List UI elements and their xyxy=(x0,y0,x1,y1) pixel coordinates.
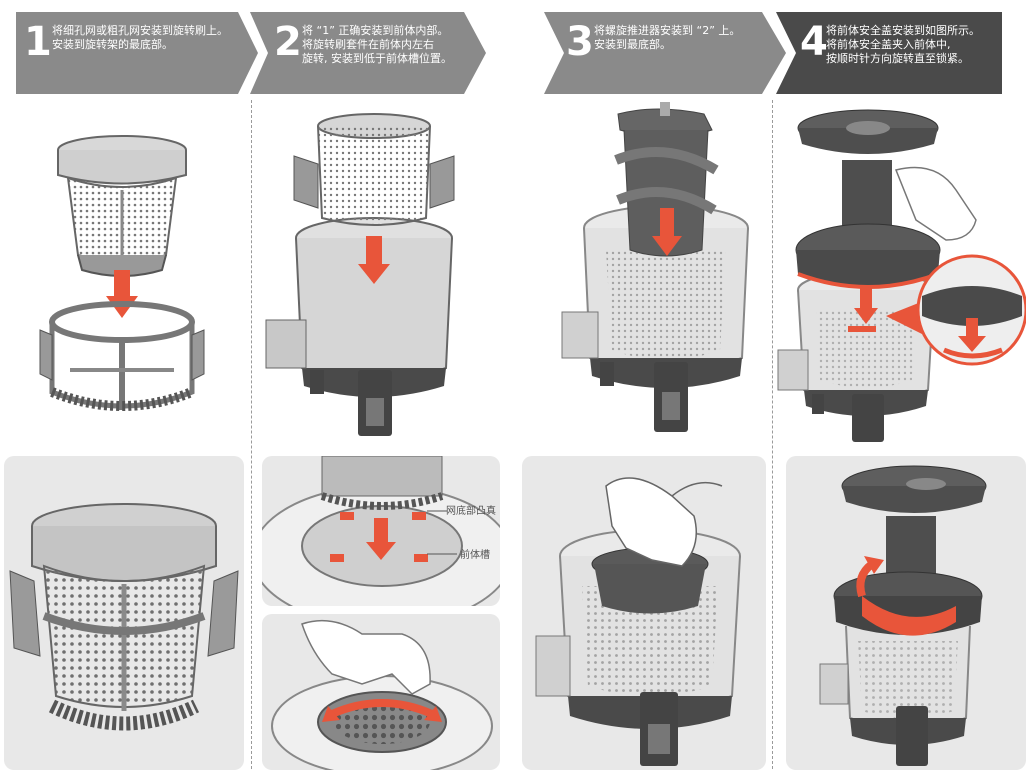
mesh-basket-icon xyxy=(57,135,187,277)
step-2-detail-panel-top: 网底部凸真 前体槽 xyxy=(262,456,500,606)
mesh-basket-icon xyxy=(31,503,217,711)
callout-mesh-bottom-bump: 网底部凸真 xyxy=(446,506,496,517)
step-3-text: 将螺旋推进器安装到 “2” 上。 安装到最底部。 xyxy=(594,24,741,51)
step-4-number: 4 xyxy=(800,19,828,65)
step-3-banner: 3 将螺旋推进器安装到 “2” 上。 安装到最底部。 xyxy=(544,12,786,94)
down-arrow-icon xyxy=(652,208,682,256)
auger-install-illustration xyxy=(535,477,741,766)
safety-lid-icon xyxy=(795,109,941,289)
step-1-top-illustration xyxy=(39,135,205,411)
step-3-number: 3 xyxy=(566,19,594,65)
rotate-brush-illustration xyxy=(271,619,493,770)
mesh-basket-icon xyxy=(293,113,455,226)
step-2-banner: 2 将 “1” 正确安装到前体内部。 将旋转刷套件在前体内左右 旋转, 安装到低… xyxy=(250,12,486,94)
juicer-body-icon xyxy=(819,625,971,766)
down-arrow-icon xyxy=(106,270,138,318)
callout-body-groove: 前体槽 xyxy=(460,550,490,561)
step-4-text: 将前体安全盖安装到如图所示。 将前体安全盖夹入前体中, 按顺时针方向旋转直至锁紧… xyxy=(826,24,980,65)
step-3-detail-panel xyxy=(522,456,766,770)
rotating-brush-holder-icon xyxy=(39,301,205,411)
step-1-number: 1 xyxy=(24,19,52,65)
step-2-text: 将 “1” 正确安装到前体内部。 将旋转刷套件在前体内左右 旋转, 安装到低于前… xyxy=(302,24,452,65)
juicer-body-icon xyxy=(561,205,749,432)
banner-shape xyxy=(16,12,258,94)
juicer-body-icon xyxy=(265,217,453,436)
assembled-basket-illustration xyxy=(9,503,239,731)
down-arrow-icon xyxy=(366,518,396,560)
down-arrow-icon xyxy=(854,288,878,324)
rotate-arrow-icon xyxy=(856,556,956,636)
safety-lid-icon xyxy=(833,465,987,635)
column-divider xyxy=(772,100,773,769)
step-1-detail-panel xyxy=(4,456,244,770)
step-2-number: 2 xyxy=(274,19,302,65)
step-4-top-illustration xyxy=(777,109,1026,442)
banner-shape xyxy=(776,12,1002,94)
zoom-detail-circle xyxy=(886,254,1026,366)
column-divider xyxy=(251,100,252,769)
hand-icon xyxy=(301,619,431,695)
step-4-detail-panel xyxy=(786,456,1026,770)
rotate-arrow-icon xyxy=(322,699,442,722)
screw-auger-icon xyxy=(614,102,719,257)
banner-shape xyxy=(544,12,786,94)
hand-icon xyxy=(894,166,977,241)
juicer-body-icon xyxy=(777,271,935,442)
banner-shape xyxy=(250,12,486,94)
hand-icon xyxy=(605,477,723,567)
step-3-top-illustration xyxy=(561,102,749,432)
step-2-top-illustration xyxy=(265,113,455,436)
step-1-text: 将细孔网或粗孔网安装到旋转刷上。 安装到旋转架的最底部。 xyxy=(52,24,228,51)
step-2-detail-panel-bottom xyxy=(262,614,500,770)
step-1-banner: 1 将细孔网或粗孔网安装到旋转刷上。 安装到旋转架的最底部。 xyxy=(16,12,258,94)
step-4-banner: 4 将前体安全盖安装到如图所示。 将前体安全盖夹入前体中, 按顺时针方向旋转直至… xyxy=(776,12,1002,94)
rotating-brush-holder-icon xyxy=(9,570,239,731)
down-arrow-icon xyxy=(358,236,390,284)
mesh-bottom-closeup-illustration xyxy=(262,456,500,606)
lid-rotate-illustration xyxy=(819,465,987,766)
